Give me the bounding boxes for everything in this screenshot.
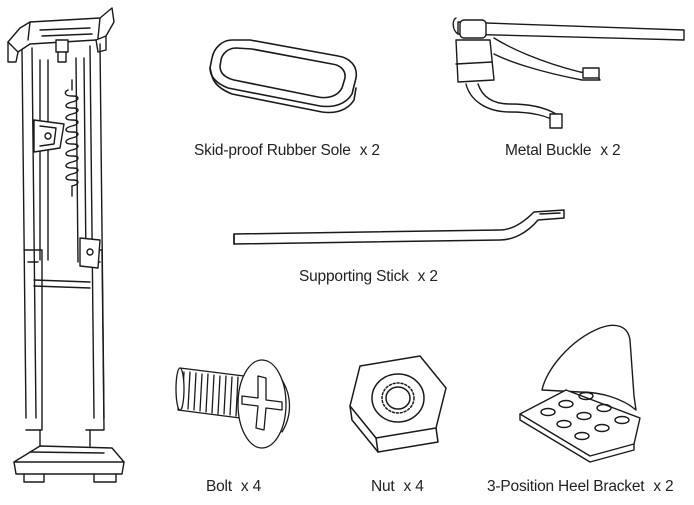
bolt-illustration <box>175 359 291 449</box>
rubber-sole-illustration <box>209 39 358 114</box>
nut-label: Nut x 4 <box>371 478 424 496</box>
supporting-stick-illustration <box>233 209 565 245</box>
rubber-sole-label: Skid-proof Rubber Sole x 2 <box>194 142 380 160</box>
bolt-qty: x 4 <box>240 478 261 495</box>
metal-buckle-name: Metal Buckle <box>505 142 592 159</box>
metal-buckle-illustration <box>452 17 685 129</box>
nut-illustration <box>349 355 447 453</box>
metal-buckle-qty: x 2 <box>600 142 621 159</box>
supporting-stick-name: Supporting Stick <box>299 268 409 285</box>
nut-qty: x 4 <box>403 478 424 495</box>
nut-name: Nut <box>371 478 395 495</box>
stilt-assembly-illustration <box>7 7 125 483</box>
bolt-name: Bolt <box>206 478 232 495</box>
supporting-stick-label: Supporting Stick x 2 <box>299 268 438 286</box>
metal-buckle-label: Metal Buckle x 2 <box>505 142 621 160</box>
rubber-sole-name: Skid-proof Rubber Sole <box>194 142 351 159</box>
rubber-sole-qty: x 2 <box>359 142 380 159</box>
heel-bracket-label: 3-Position Heel Bracket x 2 <box>487 478 674 496</box>
supporting-stick-qty: x 2 <box>417 268 438 285</box>
heel-bracket-illustration <box>519 324 641 463</box>
heel-bracket-name: 3-Position Heel Bracket <box>487 478 645 495</box>
bolt-label: Bolt x 4 <box>206 478 261 496</box>
heel-bracket-qty: x 2 <box>653 478 674 495</box>
